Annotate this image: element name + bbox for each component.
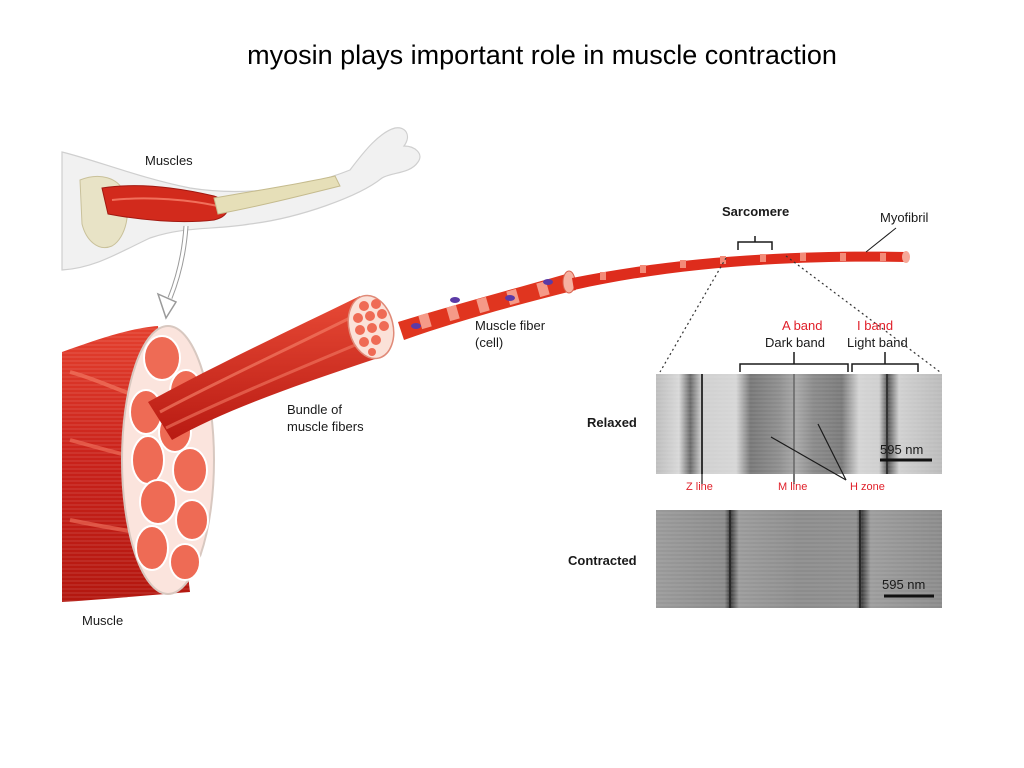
h-zone-label: H zone bbox=[850, 481, 885, 493]
myofibril-leader bbox=[865, 227, 897, 253]
contracted-scale-label: 595 nm bbox=[882, 577, 925, 592]
relaxed-micrograph bbox=[656, 374, 942, 474]
contracted-label: Contracted bbox=[568, 553, 637, 568]
bundle-label-line2: muscle fibers bbox=[287, 419, 364, 434]
fiber-label-line1: Muscle fiber bbox=[475, 318, 546, 333]
muscles-label: Muscles bbox=[145, 153, 193, 168]
zoom-lines bbox=[659, 255, 941, 373]
a-band-bracket bbox=[739, 352, 849, 372]
line-markers bbox=[701, 423, 847, 484]
muscle-illustration bbox=[62, 325, 215, 602]
fiber-bundle bbox=[148, 294, 395, 440]
arm-illustration bbox=[61, 127, 421, 271]
myofibril bbox=[572, 251, 910, 290]
muscle-fiber bbox=[398, 270, 576, 340]
contracted-micrograph bbox=[656, 510, 942, 608]
light-band-label: Light band bbox=[847, 335, 908, 350]
i-band-bracket bbox=[851, 352, 919, 372]
m-line-label: M line bbox=[778, 481, 807, 493]
z-line-label: Z line bbox=[686, 481, 713, 493]
bundle-label-line1: Bundle of bbox=[287, 402, 342, 417]
sarcomere-bracket bbox=[737, 236, 773, 250]
dark-band-label: Dark band bbox=[765, 335, 825, 350]
muscle-label: Muscle bbox=[82, 613, 123, 628]
fiber-label-line2: (cell) bbox=[475, 335, 503, 350]
relaxed-label: Relaxed bbox=[587, 415, 637, 430]
myofibril-label: Myofibril bbox=[880, 210, 929, 225]
a-band-label: A band bbox=[782, 318, 823, 333]
slide-title: myosin plays important role in muscle co… bbox=[247, 40, 837, 70]
sarcomere-label: Sarcomere bbox=[722, 204, 789, 219]
relaxed-scale-label: 595 nm bbox=[880, 442, 923, 457]
zoom-arrow bbox=[156, 225, 189, 320]
i-band-label: I band bbox=[857, 318, 893, 333]
